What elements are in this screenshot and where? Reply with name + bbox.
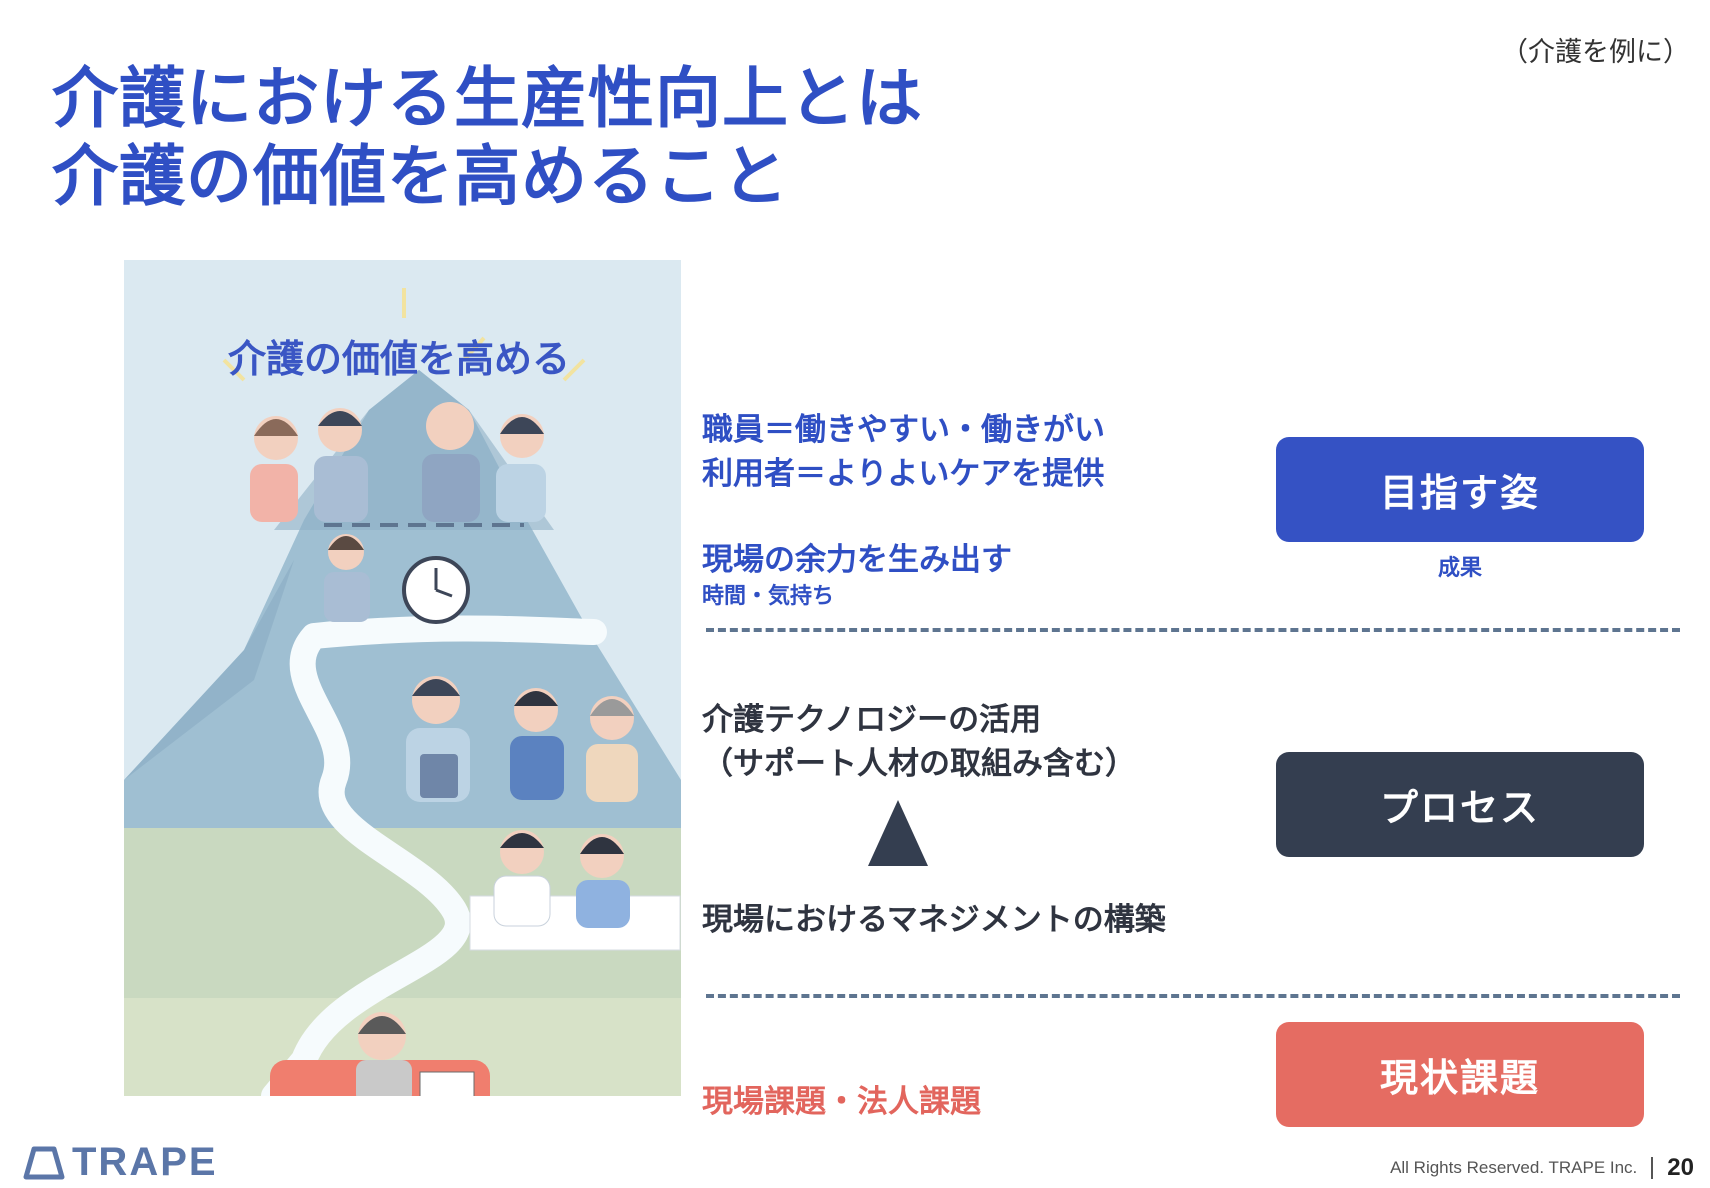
tech-line-1: 介護テクノロジーの活用 (702, 702, 1042, 738)
goal-statement: 職員＝働きやすい・働きがい 利用者＝よりよいケアを提供 (702, 408, 1105, 496)
summit-label: 介護の価値を高める (228, 337, 570, 381)
goal-caption: 成果 (1437, 556, 1482, 581)
copyright-text: All Rights Reserved. TRAPE Inc. (1390, 1158, 1638, 1177)
capacity-statement: 現場の余力を生み出す 時間・気持ち (702, 538, 1012, 612)
people-technology-group (406, 676, 638, 802)
goal-line-2: 利用者＝よりよいケアを提供 (702, 456, 1105, 492)
logo-text: TRAPE (72, 1140, 218, 1184)
goal-tag: 目指す姿 (1276, 437, 1644, 542)
issues-statement: 現場課題・法人課題 (702, 1084, 981, 1120)
mountain-illustration: 介護の価値を高める (124, 260, 681, 1096)
capacity-sub: 時間・気持ち (702, 584, 835, 609)
people-management-group (469, 830, 681, 951)
people-top-group (250, 402, 546, 522)
footer-separator (1651, 1157, 1654, 1179)
title-line-2: 介護の価値を高めること (52, 138, 789, 215)
slide-footer: All Rights Reserved. TRAPE Inc. 20 (1390, 1154, 1694, 1182)
trape-logo: TRAPE (22, 1140, 218, 1185)
people-capacity-group (324, 534, 470, 624)
trape-logo-icon (23, 1146, 65, 1179)
people-issue-group (270, 1012, 490, 1096)
tech-line-2: （サポート人材の取組み含む） (702, 746, 1136, 782)
page-title: 介護における生産性向上とは 介護の価値を高めること (52, 60, 923, 216)
divider-upper (706, 628, 1680, 632)
issue-tag: 現状課題 (1276, 1022, 1644, 1127)
up-triangle-icon (868, 800, 928, 866)
process-tag: プロセス (1276, 752, 1644, 857)
title-line-1: 介護における生産性向上とは (52, 60, 923, 137)
page-number: 20 (1667, 1154, 1694, 1181)
technology-statement: 介護テクノロジーの活用 （サポート人材の取組み含む） (702, 698, 1136, 786)
management-statement: 現場におけるマネジメントの構築 (702, 902, 1166, 938)
goal-line-1: 職員＝働きやすい・働きがい (702, 412, 1105, 448)
divider-lower (706, 994, 1680, 998)
capacity-line: 現場の余力を生み出す (702, 542, 1012, 578)
context-note: （介護を例に） (1501, 37, 1690, 68)
